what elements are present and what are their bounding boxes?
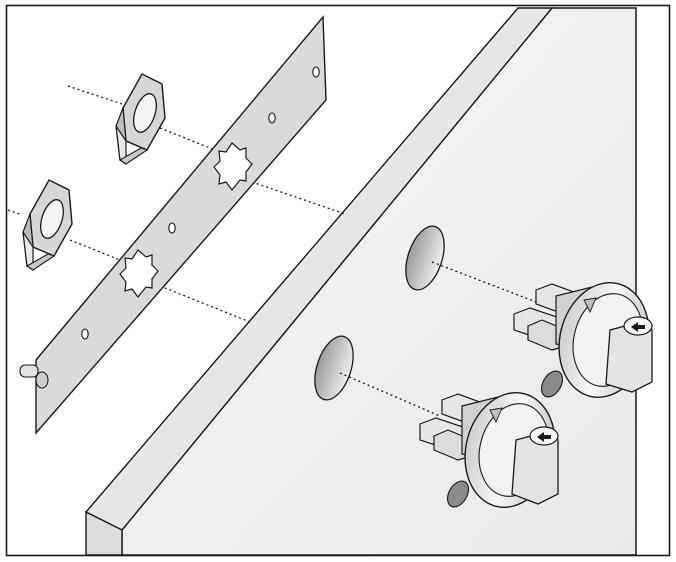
guide-upper-panel bbox=[431, 261, 537, 303]
rotary-knob-switch-lower bbox=[419, 392, 559, 508]
hex-nut-upper bbox=[115, 73, 166, 166]
rotary-knob-switch-upper bbox=[513, 282, 653, 398]
guide-lower-mid bbox=[69, 239, 126, 263]
panel-hole-lower bbox=[314, 335, 354, 401]
mounting-plate bbox=[19, 15, 327, 435]
guide-upper-left bbox=[67, 85, 123, 105]
guide-upper-mid bbox=[159, 127, 216, 151]
panel-hole-upper bbox=[405, 225, 445, 291]
hex-nut-lower bbox=[22, 179, 73, 272]
plate-hole-2 bbox=[268, 112, 276, 124]
knob-lower-arrow-icon bbox=[537, 432, 551, 442]
plate-body bbox=[35, 15, 327, 435]
plate-star-cutout-lower bbox=[119, 249, 159, 298]
plate-hole-4 bbox=[81, 328, 89, 340]
panel-face bbox=[121, 7, 637, 556]
guide-lower-panel bbox=[339, 372, 441, 417]
guide-upper-right bbox=[251, 181, 346, 215]
knob-lower-marker bbox=[446, 480, 470, 508]
alignment-guides bbox=[7, 85, 537, 417]
plate-hole-3 bbox=[168, 222, 176, 234]
guide-lower-left bbox=[7, 209, 23, 216]
plate-hole-1 bbox=[312, 66, 320, 78]
knob-upper-arrow-icon bbox=[631, 322, 645, 332]
panel-edge-bottom bbox=[85, 510, 123, 556]
knob-upper-marker bbox=[540, 370, 564, 398]
plate-stud bbox=[19, 364, 49, 389]
plate-star-cutout-upper bbox=[213, 142, 253, 191]
guide-lower-right bbox=[159, 285, 251, 323]
